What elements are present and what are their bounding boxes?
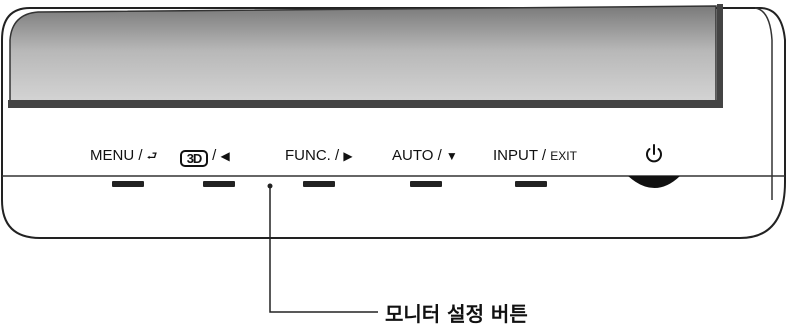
3d-button-label: 3D / ◀ (180, 146, 230, 167)
3d-badge: 3D (180, 150, 208, 167)
exit-label: EXIT (550, 149, 577, 163)
down-triangle-icon: ▼ (445, 149, 458, 163)
3d-button[interactable] (203, 181, 235, 187)
callout-leader-line (269, 186, 378, 313)
callout-label: 모니터 설정 버튼 (385, 302, 528, 326)
input-button[interactable] (515, 181, 547, 187)
bezel-right-rim (754, 7, 773, 200)
func-button[interactable] (303, 181, 335, 187)
power-icon (646, 144, 662, 163)
power-knob (628, 176, 680, 188)
screen-panel (9, 5, 717, 107)
func-button-label: FUNC. / ▶ (285, 147, 353, 164)
left-triangle-icon: ◀ (220, 149, 230, 163)
return-icon: ⮐ (146, 149, 158, 163)
screen-bottom-edge (8, 100, 720, 108)
menu-button[interactable] (112, 181, 144, 187)
auto-button-label: AUTO / ▼ (392, 147, 458, 164)
input-button-label: INPUT / EXIT (493, 147, 577, 164)
menu-button-label: MENU / ⮐ (90, 147, 158, 164)
auto-button[interactable] (410, 181, 442, 187)
right-triangle-icon: ▶ (343, 149, 353, 163)
